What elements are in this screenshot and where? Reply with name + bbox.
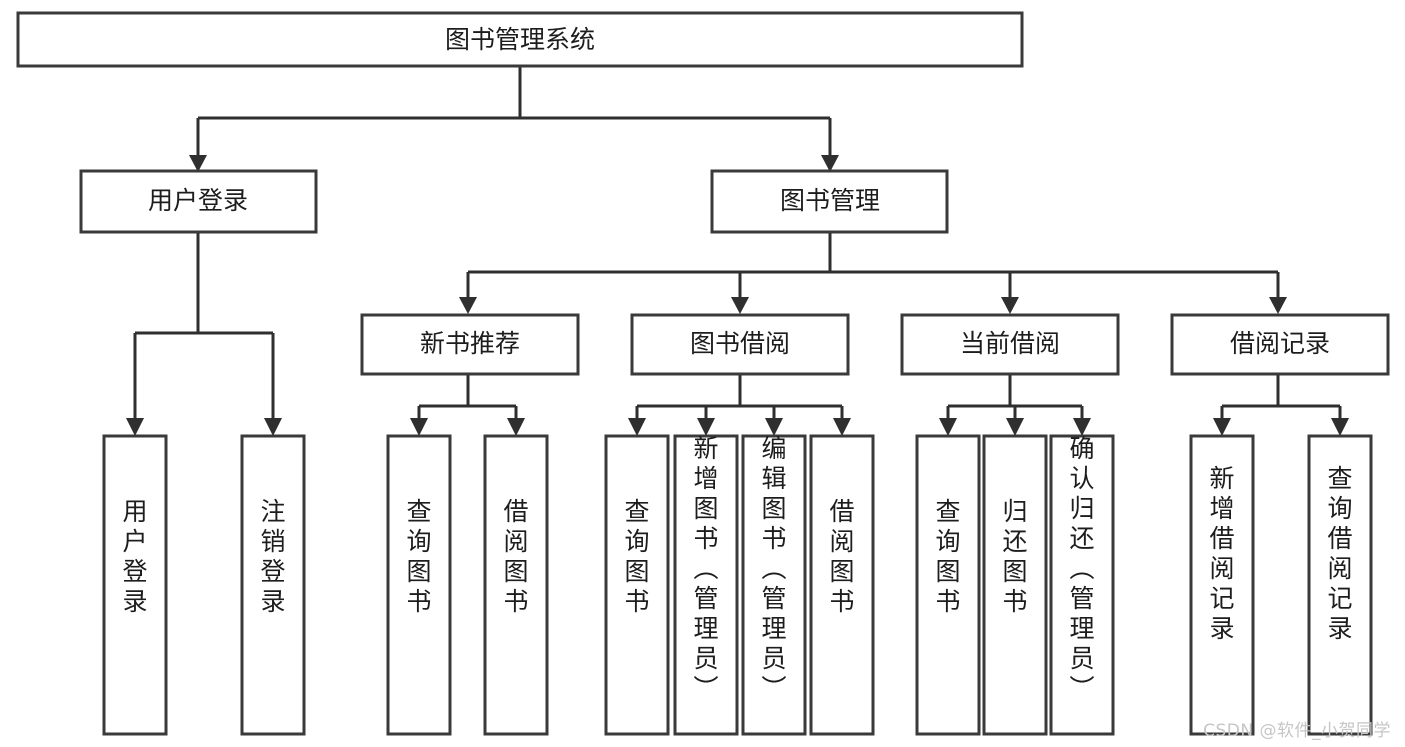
node-label-leaf-6: 新增图书︵管理员︶ bbox=[693, 434, 718, 703]
node-book-manage[interactable]: 图书管理 bbox=[710, 169, 949, 234]
node-borrow-record[interactable]: 借阅记录 bbox=[1170, 313, 1390, 376]
node-box-leaf-5[interactable] bbox=[604, 434, 670, 736]
node-box-new-book-rec[interactable] bbox=[360, 313, 580, 376]
node-label-leaf-3: 查询图书 bbox=[406, 497, 431, 616]
node-label-leaf-2: 注销登录 bbox=[260, 497, 285, 616]
node-box-leaf-3[interactable] bbox=[386, 434, 452, 736]
arrow-head-leaf6 bbox=[697, 418, 715, 436]
node-label-borrow-record: 借阅记录 bbox=[1230, 329, 1330, 358]
node-box-leaf-12[interactable] bbox=[1189, 434, 1255, 736]
node-label-current-borrow: 当前借阅 bbox=[960, 329, 1060, 358]
node-label-new-book-rec: 新书推荐 bbox=[420, 329, 520, 358]
arrow-head-book-manage bbox=[821, 155, 839, 172]
node-label-leaf-7: 编辑图书︵管理员︶ bbox=[761, 434, 786, 703]
node-box-leaf-6[interactable] bbox=[673, 434, 739, 736]
node-leaf-4[interactable]: 借阅图书 bbox=[483, 434, 549, 736]
arrow-head-leaf12 bbox=[1213, 418, 1231, 436]
arrow-head-leaf3 bbox=[410, 418, 428, 436]
arrow-head-newbook bbox=[459, 297, 477, 314]
node-box-leaf-7[interactable] bbox=[741, 434, 807, 736]
arrow-head-currentborrow bbox=[1001, 297, 1019, 314]
node-label-leaf-5: 查询图书 bbox=[624, 497, 649, 616]
node-leaf-7[interactable]: 编辑图书︵管理员︶ bbox=[741, 434, 807, 736]
arrow-head-leaf13 bbox=[1331, 418, 1349, 436]
connector-layer bbox=[126, 66, 1349, 436]
node-box-current-borrow[interactable] bbox=[900, 313, 1120, 376]
node-box-book-manage[interactable] bbox=[710, 169, 949, 234]
node-leaf-10[interactable]: 归还图书 bbox=[982, 434, 1048, 736]
node-label-leaf-8: 借阅图书 bbox=[829, 497, 854, 616]
node-book-borrow[interactable]: 图书借阅 bbox=[630, 313, 850, 376]
arrow-head-leaf5 bbox=[628, 418, 646, 436]
arrow-head-leaf11 bbox=[1073, 418, 1091, 436]
node-label-leaf-11: 确认归还︵管理员︶ bbox=[1069, 434, 1094, 703]
node-box-leaf-13[interactable] bbox=[1307, 434, 1373, 736]
arrow-head-leaf7 bbox=[765, 418, 783, 436]
node-box-book-borrow[interactable] bbox=[630, 313, 850, 376]
node-leaf-6[interactable]: 新增图书︵管理员︶ bbox=[673, 434, 739, 736]
arrow-head-user-login bbox=[189, 155, 207, 172]
node-leaf-2[interactable]: 注销登录 bbox=[240, 434, 306, 736]
node-leaf-3[interactable]: 查询图书 bbox=[386, 434, 452, 736]
node-leaf-11[interactable]: 确认归还︵管理员︶ bbox=[1049, 434, 1115, 736]
node-box-leaf-1[interactable] bbox=[102, 434, 168, 736]
node-label-leaf-1: 用户登录 bbox=[122, 497, 147, 616]
node-label-user-login: 用户登录 bbox=[148, 186, 248, 215]
node-label-book-borrow: 图书借阅 bbox=[690, 329, 790, 358]
node-label-leaf-4: 借阅图书 bbox=[503, 497, 528, 616]
node-box-leaf-11[interactable] bbox=[1049, 434, 1115, 736]
node-leaf-1[interactable]: 用户登录 bbox=[102, 434, 168, 736]
node-leaf-5[interactable]: 查询图书 bbox=[604, 434, 670, 736]
node-box-leaf-4[interactable] bbox=[483, 434, 549, 736]
arrow-head-bookborrow bbox=[731, 297, 749, 314]
arrow-head-leaf9 bbox=[939, 418, 957, 436]
csdn-watermark: CSDN @软件_小贺同学 bbox=[1203, 721, 1391, 741]
node-box-leaf-9[interactable] bbox=[915, 434, 981, 736]
node-box-leaf-8[interactable] bbox=[809, 434, 875, 736]
node-leaf-9[interactable]: 查询图书 bbox=[915, 434, 981, 736]
node-new-book-rec[interactable]: 新书推荐 bbox=[360, 313, 580, 376]
node-box-leaf-2[interactable] bbox=[240, 434, 306, 736]
node-root[interactable]: 图书管理系统 bbox=[16, 11, 1024, 68]
node-label-book-manage: 图书管理 bbox=[780, 186, 880, 215]
node-current-borrow[interactable]: 当前借阅 bbox=[900, 313, 1120, 376]
arrow-head-leaf4 bbox=[507, 418, 525, 436]
arrow-head-leaf10 bbox=[1006, 418, 1024, 436]
node-box-user-login[interactable] bbox=[79, 169, 318, 234]
arrow-head-leaf2 bbox=[264, 418, 282, 436]
arrow-head-borrowrecord bbox=[1269, 297, 1287, 314]
node-label-root: 图书管理系统 bbox=[445, 25, 595, 54]
node-label-leaf-13: 查询借阅记录 bbox=[1327, 464, 1352, 643]
node-label-leaf-10: 归还图书 bbox=[1002, 497, 1027, 616]
node-label-leaf-12: 新增借阅记录 bbox=[1209, 464, 1234, 643]
node-user-login[interactable]: 用户登录 bbox=[79, 169, 318, 234]
node-label-leaf-9: 查询图书 bbox=[935, 497, 960, 616]
node-box-leaf-10[interactable] bbox=[982, 434, 1048, 736]
node-leaf-13[interactable]: 查询借阅记录 bbox=[1307, 434, 1373, 736]
node-leaf-8[interactable]: 借阅图书 bbox=[809, 434, 875, 736]
node-box-borrow-record[interactable] bbox=[1170, 313, 1390, 376]
arrow-head-leaf8 bbox=[833, 418, 851, 436]
node-leaf-12[interactable]: 新增借阅记录 bbox=[1189, 434, 1255, 736]
node-box-root[interactable] bbox=[16, 11, 1024, 68]
arrow-head-leaf1 bbox=[126, 418, 144, 436]
